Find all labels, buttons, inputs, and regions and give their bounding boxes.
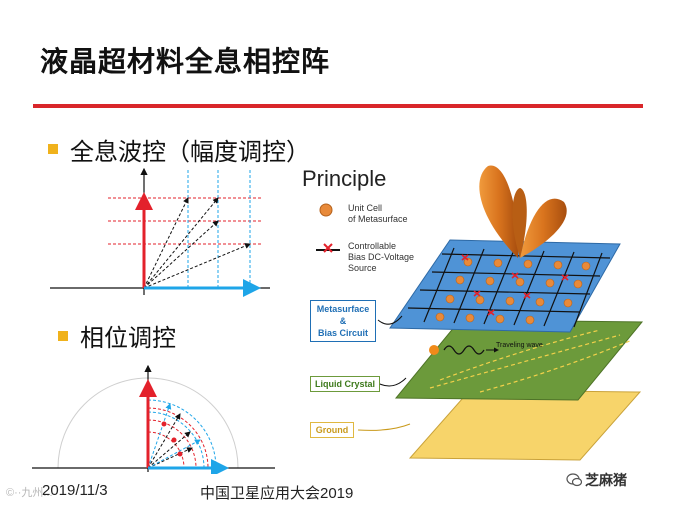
unit-cell-icon xyxy=(319,203,333,217)
legend-unit-cell: Unit Cell of Metasurface xyxy=(348,203,408,224)
phase-control-diagram xyxy=(32,364,275,474)
radiation-lobe xyxy=(479,165,519,258)
bullet-marker xyxy=(48,144,58,154)
title-divider xyxy=(33,104,643,108)
watermark-right: 芝麻猪 xyxy=(585,472,627,488)
amplitude-control-diagram xyxy=(50,167,270,297)
slide-title: 液晶超材料全息相控阵 xyxy=(40,45,331,78)
principle-label: Principle xyxy=(302,166,387,191)
bullet-amplitude: 全息波控（幅度调控） xyxy=(70,138,310,166)
footer-date: 2019/11/3 xyxy=(42,482,108,499)
ground-label: Ground xyxy=(310,422,354,438)
legend-bias-source: Controllable Bias DC-Voltage Source xyxy=(348,241,415,273)
bullet-phase: 相位调控 xyxy=(80,324,176,352)
watermark-left: ©··九州... xyxy=(6,487,53,499)
wechat-icon xyxy=(566,472,583,487)
traveling-wave-label: Traveling wave xyxy=(496,342,543,349)
bullet-marker xyxy=(58,331,68,341)
liquid-crystal-label: Liquid Crystal xyxy=(310,376,380,392)
metasurface-label: Metasurface & Bias Circuit xyxy=(310,300,376,342)
legend-icons xyxy=(316,203,340,253)
footer-conference: 中国卫星应用大会2019 xyxy=(200,485,354,502)
bias-source-icon xyxy=(316,243,340,253)
label-callouts xyxy=(357,315,411,431)
radiation-lobe xyxy=(520,198,567,258)
metasurface-stack-illustration: Traveling wave xyxy=(389,165,644,461)
